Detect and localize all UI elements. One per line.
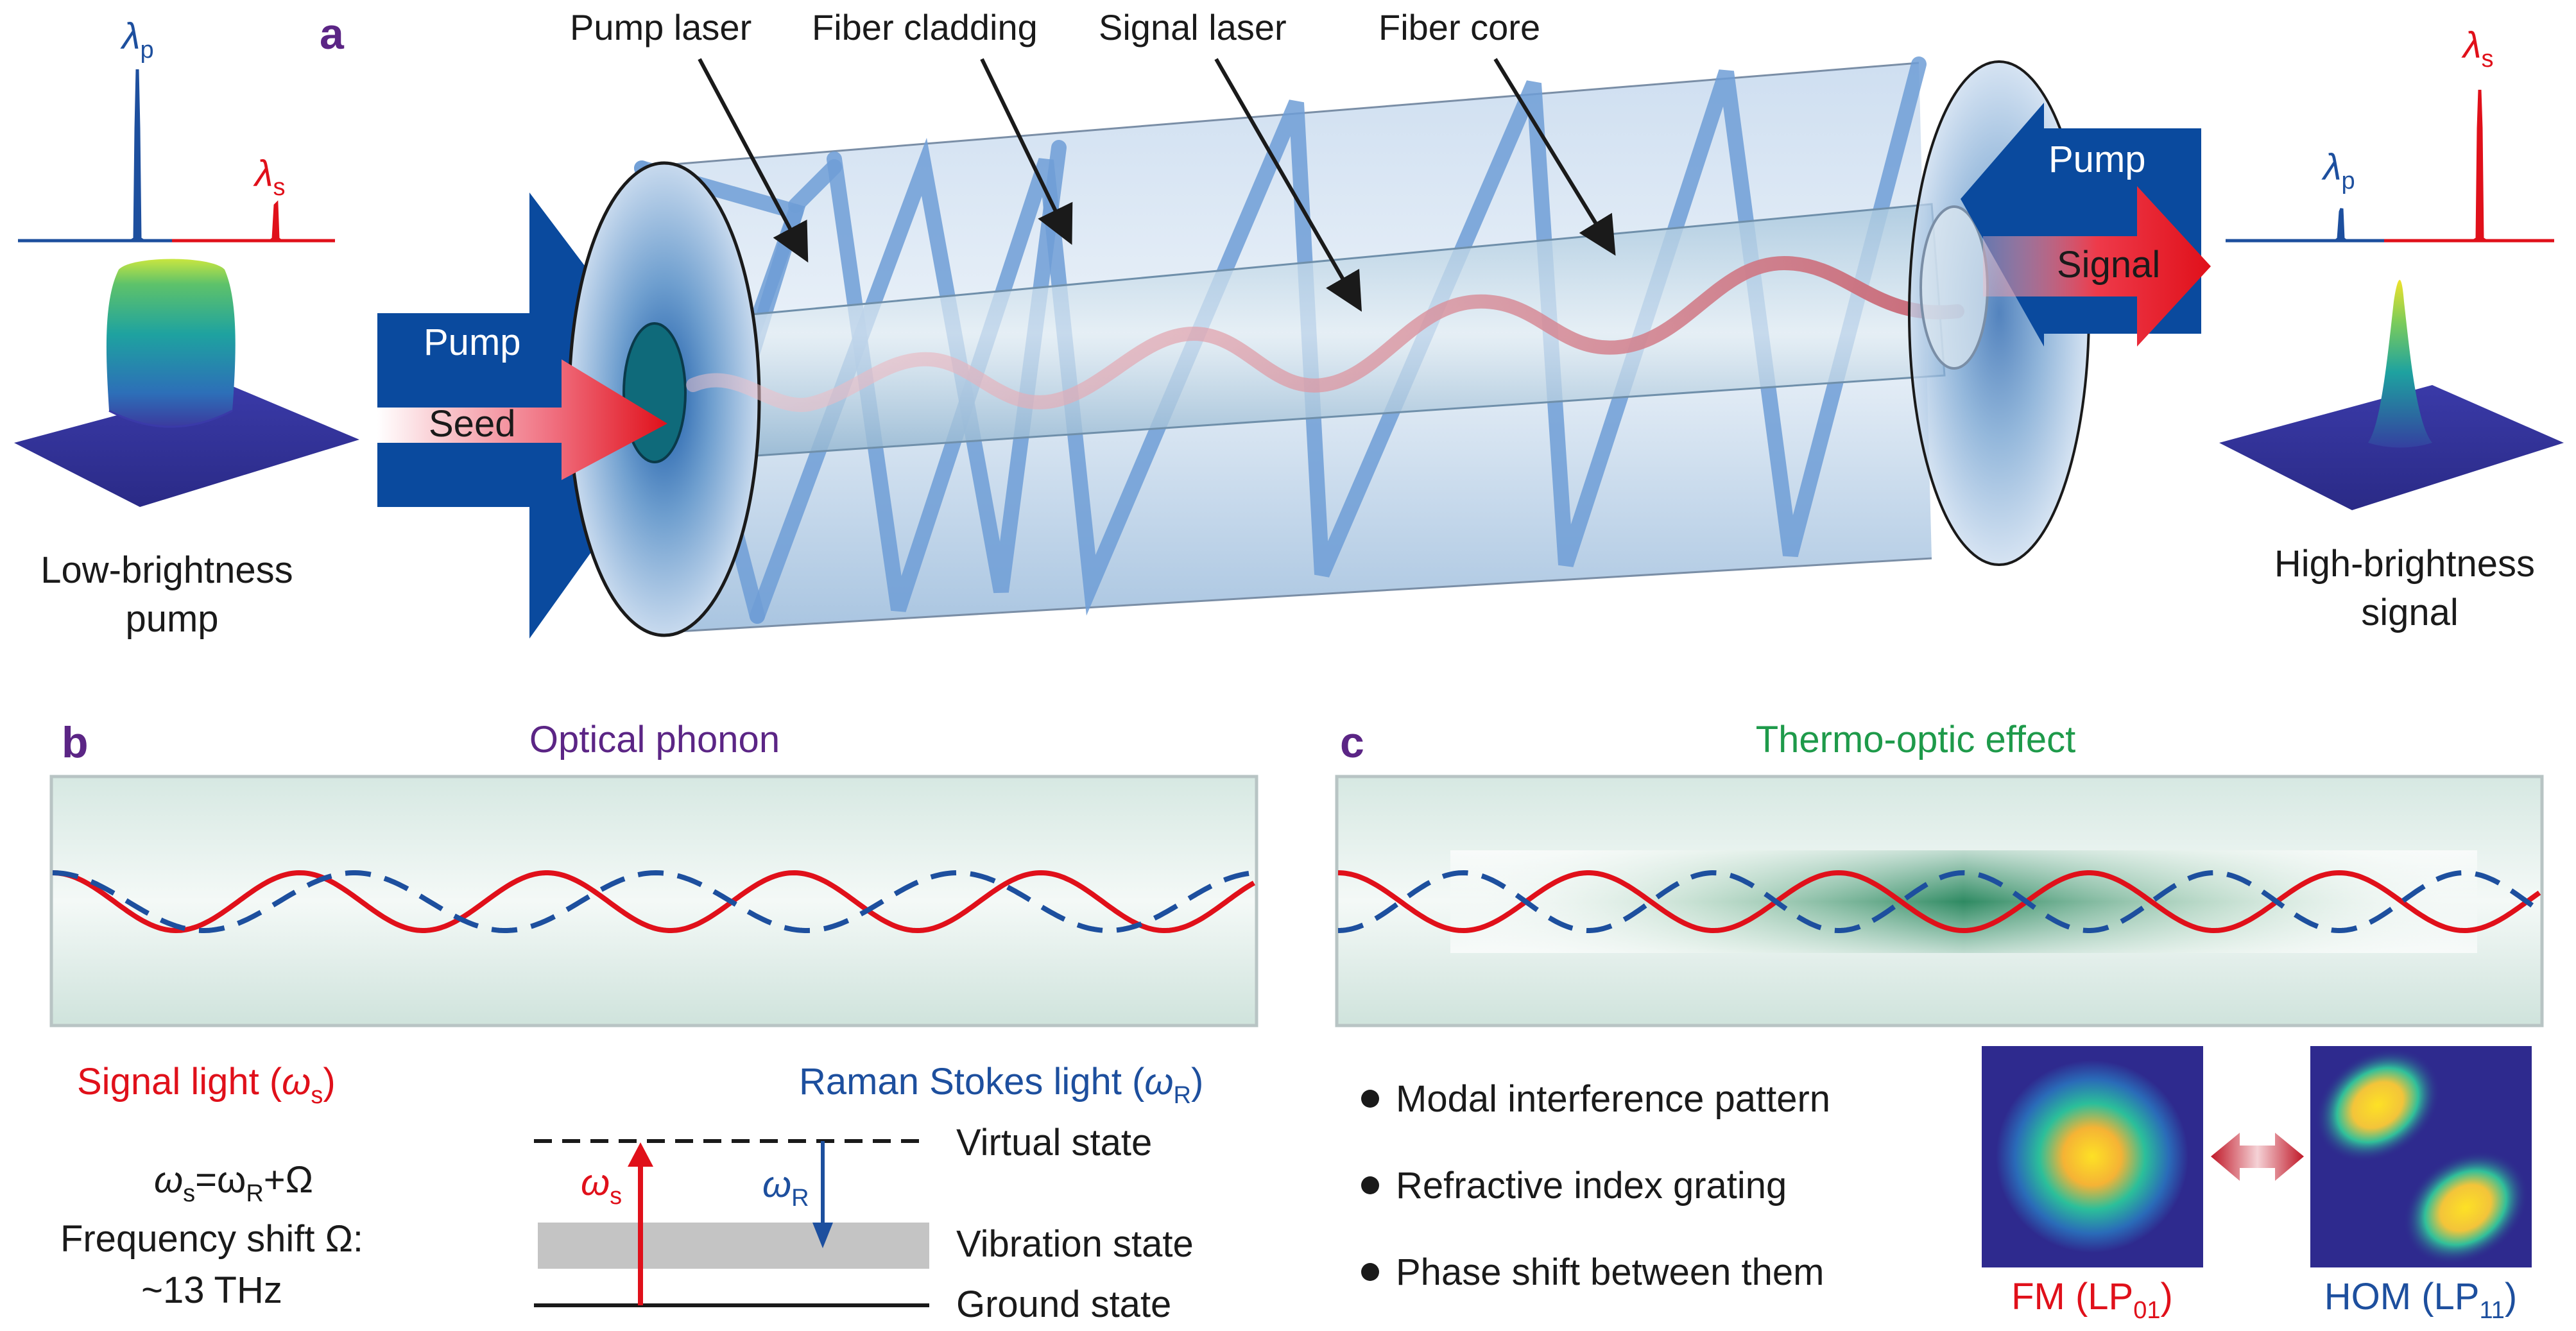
ground-state-label: Ground state xyxy=(956,1284,1171,1325)
panel-c-fm-wave xyxy=(1337,870,2541,934)
low-brightness-label: Low-brightness pump xyxy=(40,549,303,640)
low-brightness-profile xyxy=(14,259,359,507)
thermo-optic-label: Thermo-optic effect xyxy=(1756,719,2076,760)
vibration-state-label: Vibration state xyxy=(956,1223,1194,1265)
seed-in-label: Seed xyxy=(429,403,515,445)
panel-c-letter: c xyxy=(1340,718,1364,767)
callouts xyxy=(698,58,1616,312)
panel-b-letter: b xyxy=(62,718,89,767)
hom-label: HOM (LP11) xyxy=(2324,1276,2517,1324)
optical-phonon-label: Optical phonon xyxy=(529,719,780,760)
high-brightness-label: High-brightness signal xyxy=(2274,543,2545,633)
seed-in-arrow xyxy=(377,359,667,480)
left-lambda-p: λp xyxy=(120,15,154,64)
frequency-shift-label: Frequency shift Ω: xyxy=(60,1218,363,1260)
signal-out-arrow xyxy=(1983,186,2211,347)
callout-pump-laser: Pump laser xyxy=(570,7,751,47)
signal-out-label: Signal xyxy=(2057,244,2160,286)
frequency-shift-value: ~13 THz xyxy=(141,1269,282,1311)
high-brightness-profile xyxy=(2219,280,2564,510)
callout-fiber-cladding: Fiber cladding xyxy=(812,7,1038,47)
bullet-3: Phase shift between them xyxy=(1396,1251,1824,1293)
pump-in-label: Pump xyxy=(424,322,521,363)
panel-b-signal-wave xyxy=(52,870,1255,934)
right-lambda-p: λp xyxy=(2321,146,2355,194)
fm-label: FM (LP01) xyxy=(2011,1276,2173,1324)
panel-c-bullets xyxy=(1361,1090,1379,1281)
fm-mode-image xyxy=(1982,1046,2203,1267)
panel-b-waveguide xyxy=(49,775,1258,1027)
energy-diagram xyxy=(534,1139,929,1307)
pump-out-label: Pump xyxy=(2048,139,2146,180)
panel-c-hom-wave xyxy=(1337,870,2541,934)
right-spectrum: λp λs xyxy=(2226,24,2554,243)
omega-r-level: ωR xyxy=(762,1164,809,1212)
fiber xyxy=(567,56,2090,637)
callout-fiber-core: Fiber core xyxy=(1378,7,1540,47)
thermo-hotspot-fade xyxy=(1450,850,2477,953)
hom-mode-image xyxy=(2310,1046,2532,1267)
stokes-light-label: Raman Stokes light (ωR) xyxy=(799,1061,1203,1109)
left-spectrum: λp λs xyxy=(18,15,335,243)
left-lambda-s: λs xyxy=(253,153,286,201)
core-signal-wave xyxy=(686,255,1964,412)
panel-b-stokes-wave xyxy=(52,870,1255,933)
output-core-face xyxy=(1919,205,1989,370)
omega-s-level: ωs xyxy=(581,1162,622,1210)
callout-signal-laser: Signal laser xyxy=(1099,7,1287,47)
panel-a-letter: a xyxy=(320,10,345,58)
bullet-1: Modal interference pattern xyxy=(1396,1078,1830,1120)
mode-coupling-arrow xyxy=(2211,1133,2304,1181)
virtual-state-label: Virtual state xyxy=(956,1122,1152,1164)
right-lambda-s: λs xyxy=(2461,24,2494,73)
raman-equation: ωs=ωR+Ω xyxy=(154,1159,313,1207)
bullet-2: Refractive index grating xyxy=(1396,1165,1787,1206)
signal-light-label: Signal light (ωs) xyxy=(77,1061,336,1109)
